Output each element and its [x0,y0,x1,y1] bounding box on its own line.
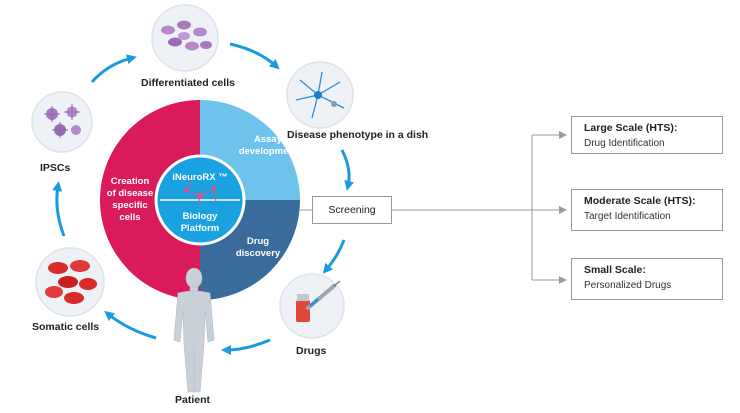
somatic-cells-label: Somatic cells [32,321,100,333]
ipsc-cells-icon [31,91,93,153]
drug-discovery-label: Drug discovery [235,236,281,259]
differentiated-cells-label: Differentiated cells [141,77,235,89]
neuron-icon [286,61,354,129]
assay-label: Assay development [238,134,298,157]
platform-title: iNeuroRX ™ [172,172,228,183]
creation-segment [100,100,200,300]
ipscs-label: IPSCs [40,162,71,174]
disease-phenotype-label: Disease phenotype in a dish [287,129,429,141]
human-figure-icon [173,267,215,393]
drugs-label: Drugs [296,345,327,357]
cycle-arrows [52,42,355,355]
outcome-small-scale: Small Scale: Personalized Drugs [571,258,723,300]
neural-network-icon [184,181,217,207]
red-blood-cells-icon [35,247,105,317]
outcome-large-scale: Large Scale (HTS): Drug Identification [571,116,723,154]
screening-connector [300,131,567,284]
creation-label: Creation of disease specific cells [106,176,154,223]
platform-wheel [100,100,300,300]
screening-box: Screening [312,196,392,224]
syringe-vial-icon [279,273,345,339]
outcome-moderate-scale: Moderate Scale (HTS): Target Identificat… [571,189,723,231]
patient-label: Patient [175,394,211,406]
platform-subtitle: Biology Platform [180,211,220,234]
differentiated-cells-icon [151,4,219,72]
